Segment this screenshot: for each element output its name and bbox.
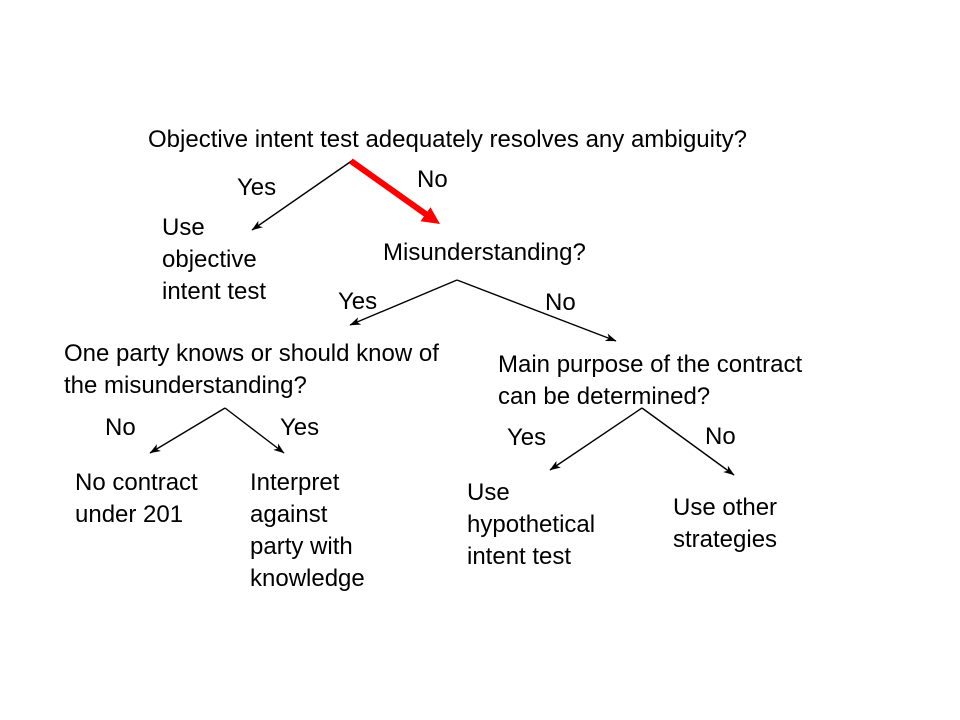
question-main-purpose: Main purpose of the contract can be dete… [498, 351, 803, 410]
edge-label-main-purpose-yes: Yes [507, 424, 547, 451]
edge-one-party-yes-arrow [224, 407, 285, 454]
question-misunderstanding: Misunderstanding? [383, 239, 586, 266]
edge-one-party-no-arrow [149, 407, 226, 454]
edge-misunderstanding-no-arrow [456, 279, 617, 342]
edge-label-root-no: No [417, 166, 448, 193]
question-one-party-knows: One party knows or should know of the mi… [64, 340, 439, 399]
node-use-other-strategies: Use other strategies [673, 494, 778, 553]
edge-main-purpose-yes-arrow [549, 407, 643, 471]
node-use-objective-intent-test: Use objective intent test [162, 214, 267, 305]
edge-root-no-arrowhead-icon [420, 207, 440, 224]
node-use-hypothetical-intent-test: Use hypothetical intent test [467, 479, 596, 570]
edge-label-misunderstanding-yes: Yes [338, 288, 378, 315]
edge-label-misunderstanding-no: No [545, 289, 576, 316]
edge-root-yes-arrow [251, 159, 354, 231]
edge-root-no-arrow-highlighted [349, 158, 429, 218]
question-root: Objective intent test adequately resolve… [148, 126, 748, 153]
edge-main-purpose-no-arrow [641, 407, 735, 476]
edge-label-main-purpose-no: No [705, 423, 736, 450]
edge-label-one-party-no: No [105, 414, 136, 441]
edge-label-root-yes: Yes [237, 174, 277, 201]
edge-label-one-party-yes: Yes [280, 414, 320, 441]
node-interpret-against-party: Interpret against party with knowledge [250, 469, 365, 592]
node-no-contract-under-201: No contract under 201 [75, 469, 198, 528]
edge-misunderstanding-yes-arrow [349, 279, 458, 326]
